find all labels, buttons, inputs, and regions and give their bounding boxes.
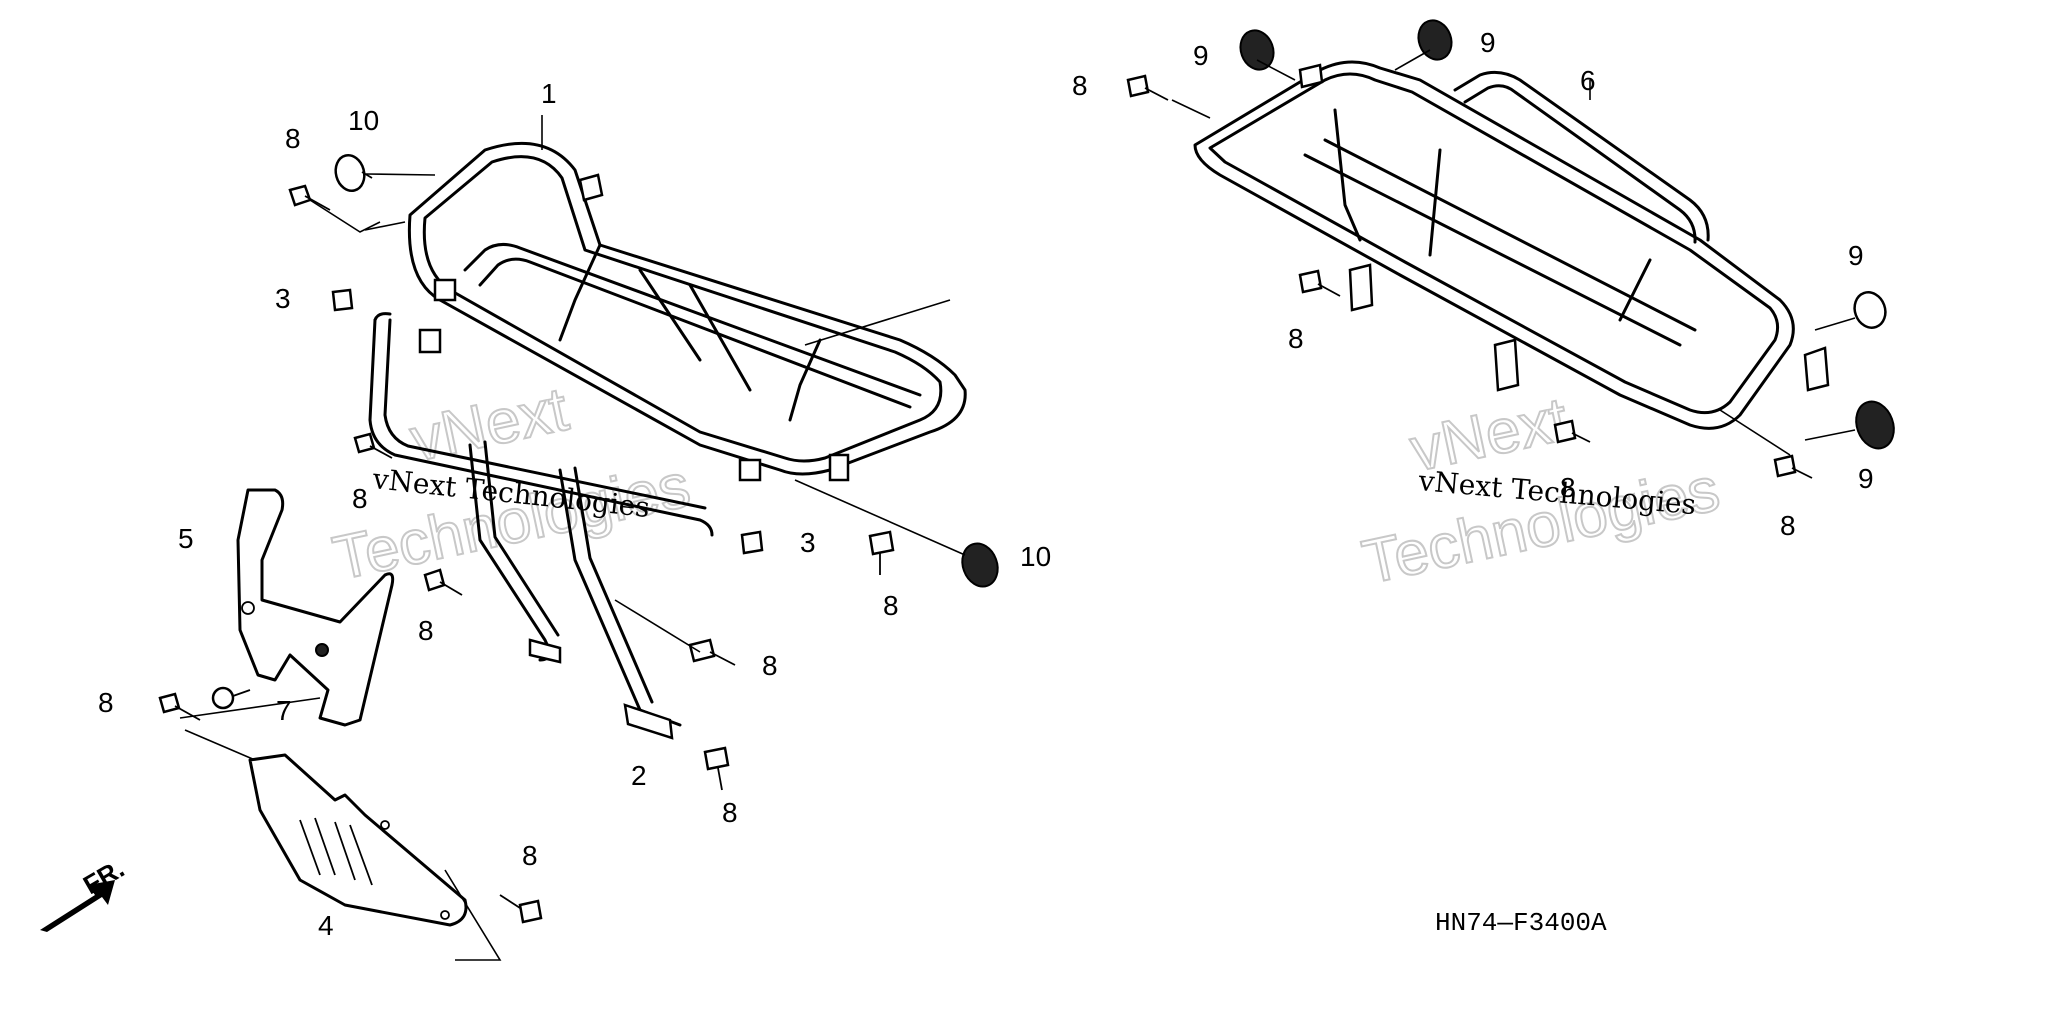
callout-8-b: 8 [352, 483, 368, 514]
watermark-big-top-left: vNext [405, 375, 574, 475]
bolt-rear-top [1126, 74, 1169, 101]
cap-nut-3-upper [331, 288, 354, 312]
bolt-right-b [688, 638, 736, 666]
callout-3-upper: 3 [275, 283, 291, 314]
callout-10-a: 10 [348, 105, 379, 136]
bolt-left-lower [423, 568, 463, 596]
callout-8-d: 8 [98, 687, 114, 718]
diagram-code: HN74—F3400A [1435, 908, 1607, 938]
bracket-5 [236, 488, 395, 727]
callout-8-a: 8 [285, 123, 301, 154]
callout-8-l: 8 [1780, 510, 1796, 541]
callout-3-lower: 3 [800, 527, 816, 558]
reflector-10-lower [961, 542, 999, 588]
callout-1: 1 [541, 78, 557, 109]
callout-8-e: 8 [883, 590, 899, 621]
reflector-10-upper [334, 153, 373, 193]
callout-8-g: 8 [722, 797, 738, 828]
callout-9-c: 9 [1848, 240, 1864, 271]
callout-8-j: 8 [1288, 323, 1304, 354]
watermark-left: vNext Technologies [326, 374, 696, 595]
bolt-rear-mid [1553, 419, 1591, 444]
callout-8-h: 8 [522, 840, 538, 871]
callout-8-c: 8 [418, 615, 434, 646]
cap-nut-3-lower [740, 530, 764, 555]
callout-8-k: 8 [1560, 472, 1576, 503]
rear-carrier-rack [1193, 60, 1830, 430]
reflector-9-a [1239, 29, 1275, 71]
callout-7: 7 [276, 695, 292, 726]
callout-4: 4 [318, 910, 334, 941]
callout-2: 2 [631, 760, 647, 791]
reflector-9-b [1417, 19, 1453, 61]
callout-9-d: 9 [1858, 463, 1874, 494]
front-direction-arrow: FR. [40, 853, 129, 932]
callout-9-a: 9 [1193, 40, 1209, 71]
reflector-9-c [1853, 291, 1887, 329]
front-carrier-rack [407, 141, 967, 482]
bolt-right-c [703, 746, 730, 791]
bolt-left-bottom [158, 692, 201, 721]
bolt-left-top [288, 184, 331, 211]
washer-7 [211, 686, 251, 710]
callout-10-b: 10 [1020, 541, 1051, 572]
bolt-skid [499, 894, 543, 924]
bolt-left-mid [353, 432, 393, 459]
callout-9-b: 9 [1480, 27, 1496, 58]
callout-6: 6 [1580, 65, 1596, 96]
callout-8-f: 8 [762, 650, 778, 681]
bolt-rear-right [1773, 454, 1813, 479]
front-label: FR. [78, 853, 129, 900]
reflector-9-d [1855, 400, 1895, 450]
bolt-right-a [868, 530, 895, 575]
skid-plate-4 [184, 729, 502, 961]
callout-5: 5 [178, 523, 194, 554]
callout-8-i: 8 [1072, 70, 1088, 101]
bolt-rear-left [1298, 269, 1341, 297]
front-bumper-guard [368, 312, 714, 740]
